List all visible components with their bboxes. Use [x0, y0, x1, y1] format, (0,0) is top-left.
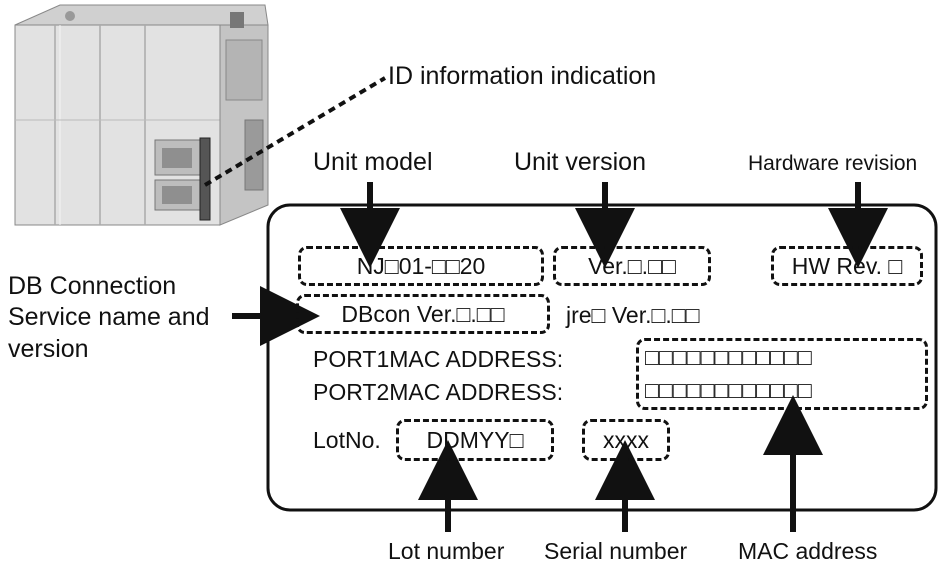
- unit-version-label: Unit version: [514, 148, 646, 176]
- port1-mac-value: □□□□□□□□□□□□: [645, 344, 812, 370]
- mac-address-field: □□□□□□□□□□□□ □□□□□□□□□□□□: [636, 338, 928, 410]
- serial-number-value: xxxx: [603, 426, 649, 453]
- mac-address-label: MAC address: [738, 538, 878, 564]
- dbcon-label-line3: version: [8, 335, 89, 363]
- lot-number-value: DDMYY□: [426, 426, 524, 453]
- unit-model-value: NJ□01-□□20: [356, 252, 486, 279]
- unit-version-value: Ver.□.□□: [588, 252, 676, 279]
- unit-version-field: Ver.□.□□: [553, 246, 711, 286]
- id-information-indication-label: ID information indication: [388, 62, 657, 90]
- dbcon-field: DBcon Ver.□.□□: [296, 294, 550, 334]
- unit-model-field: NJ□01-□□20: [298, 246, 544, 286]
- hardware-revision-value: HW Rev. □: [791, 252, 903, 279]
- hardware-revision-label: Hardware revision: [748, 152, 918, 175]
- lot-no-label: LotNo.: [313, 427, 381, 453]
- id-indication-leader-line: [203, 76, 387, 187]
- port2-mac-value: □□□□□□□□□□□□: [645, 377, 812, 403]
- unit-model-label: Unit model: [313, 148, 433, 176]
- lot-number-field: DDMYY□: [396, 419, 554, 461]
- serial-number-field: xxxx: [582, 419, 670, 461]
- serial-number-label: Serial number: [544, 538, 688, 564]
- dbcon-value: DBcon Ver.□.□□: [341, 300, 505, 327]
- dbcon-label-line2: Service name and: [8, 303, 210, 331]
- jre-version-text: jre□ Ver.□.□□: [566, 302, 700, 328]
- port1-mac-label: PORT1MAC ADDRESS:: [313, 346, 564, 372]
- port2-mac-label: PORT2MAC ADDRESS:: [313, 379, 564, 405]
- hardware-revision-field: HW Rev. □: [771, 246, 923, 286]
- dbcon-label-line1: DB Connection: [8, 272, 177, 300]
- controller-unit-illustration: [14, 4, 269, 226]
- lot-number-label: Lot number: [388, 538, 505, 564]
